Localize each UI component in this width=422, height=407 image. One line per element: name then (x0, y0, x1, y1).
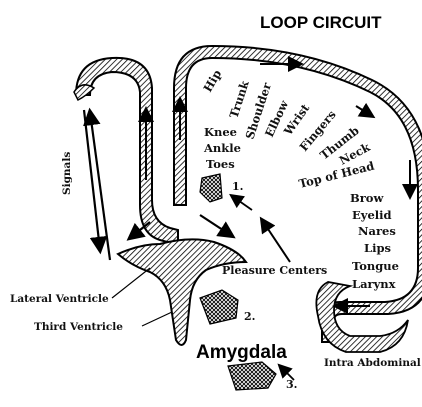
patch-2 (200, 290, 238, 324)
patch1-arrow (232, 196, 252, 210)
body-part-label: Larynx (352, 277, 396, 291)
amygdala-label: Amygdala (196, 342, 287, 363)
patch-3 (228, 362, 276, 390)
body-part-label: Tongue (352, 259, 399, 273)
body-part-label: Hip (200, 67, 224, 94)
marker-3: 3. (286, 378, 297, 391)
lateral-ventricle-leader (112, 268, 150, 298)
marker-1: 1. (232, 180, 243, 193)
pleasure-centers-label: Pleasure Centers (222, 264, 327, 277)
pleasure-arrow (262, 220, 290, 262)
intra-abdominal-fold (316, 282, 408, 352)
intra-abdominal-label: Intra Abdominal (324, 357, 421, 369)
marker-2: 2. (244, 310, 255, 323)
toes-label: Toes (206, 157, 235, 171)
patch-1 (200, 174, 222, 202)
curve-arrow-1 (356, 106, 372, 116)
body-part-label: Nares (358, 224, 396, 238)
third-ventricle-label: Third Ventricle (34, 321, 123, 333)
page-title: LOOP CIRCUIT (260, 13, 382, 32)
knee-label: Knee (204, 125, 237, 139)
body-part-label: Trunk (227, 78, 253, 120)
third-ventricle-leader (142, 312, 172, 326)
to-right-arrow (200, 215, 232, 236)
signals-label: Signals (61, 152, 73, 195)
body-part-label: Brow (350, 191, 384, 205)
body-part-label: Top of Head (297, 159, 375, 191)
ankle-label: Ankle (203, 141, 241, 155)
body-part-label: Lips (364, 241, 391, 255)
third-ventricle-shape (118, 239, 246, 345)
body-part-label: Eyelid (352, 208, 392, 222)
lateral-ventricle-label: Lateral Ventricle (10, 293, 109, 305)
